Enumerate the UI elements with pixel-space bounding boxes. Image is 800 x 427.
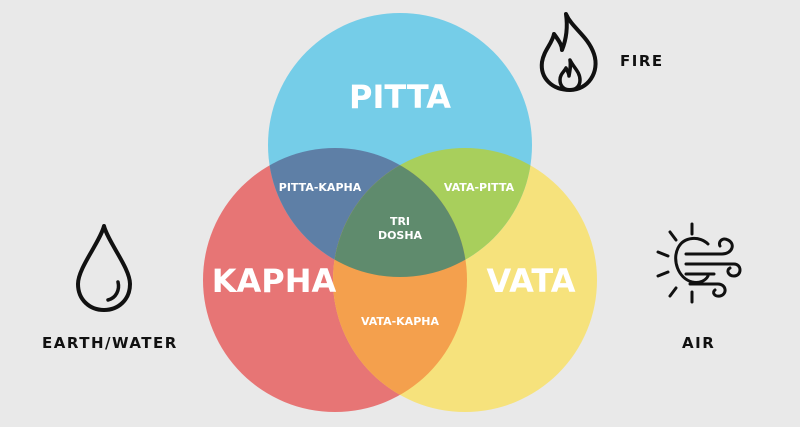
fire-label: FIRE — [620, 52, 664, 70]
pitta-label: PITTA — [349, 78, 451, 116]
vata-kapha-label: VATA-KAPHA — [361, 315, 439, 328]
pitta-kapha-label: PITTA-KAPHA — [279, 181, 362, 194]
earth-water-label: EARTH/WATER — [42, 334, 178, 352]
wind-sun-icon — [656, 222, 742, 304]
tri-dosha-overlap — [333, 148, 467, 277]
water-drop-icon — [76, 224, 132, 312]
vata-pitta-label: VATA-PITTA — [444, 181, 515, 194]
tri-dosha-label-line1: TRI — [390, 215, 410, 228]
kapha-label: KAPHA — [212, 262, 337, 300]
vata-label: VATA — [487, 262, 576, 300]
flame-icon — [539, 12, 598, 92]
tri-dosha-label-line2: DOSHA — [378, 229, 423, 242]
air-label: AIR — [682, 334, 716, 352]
